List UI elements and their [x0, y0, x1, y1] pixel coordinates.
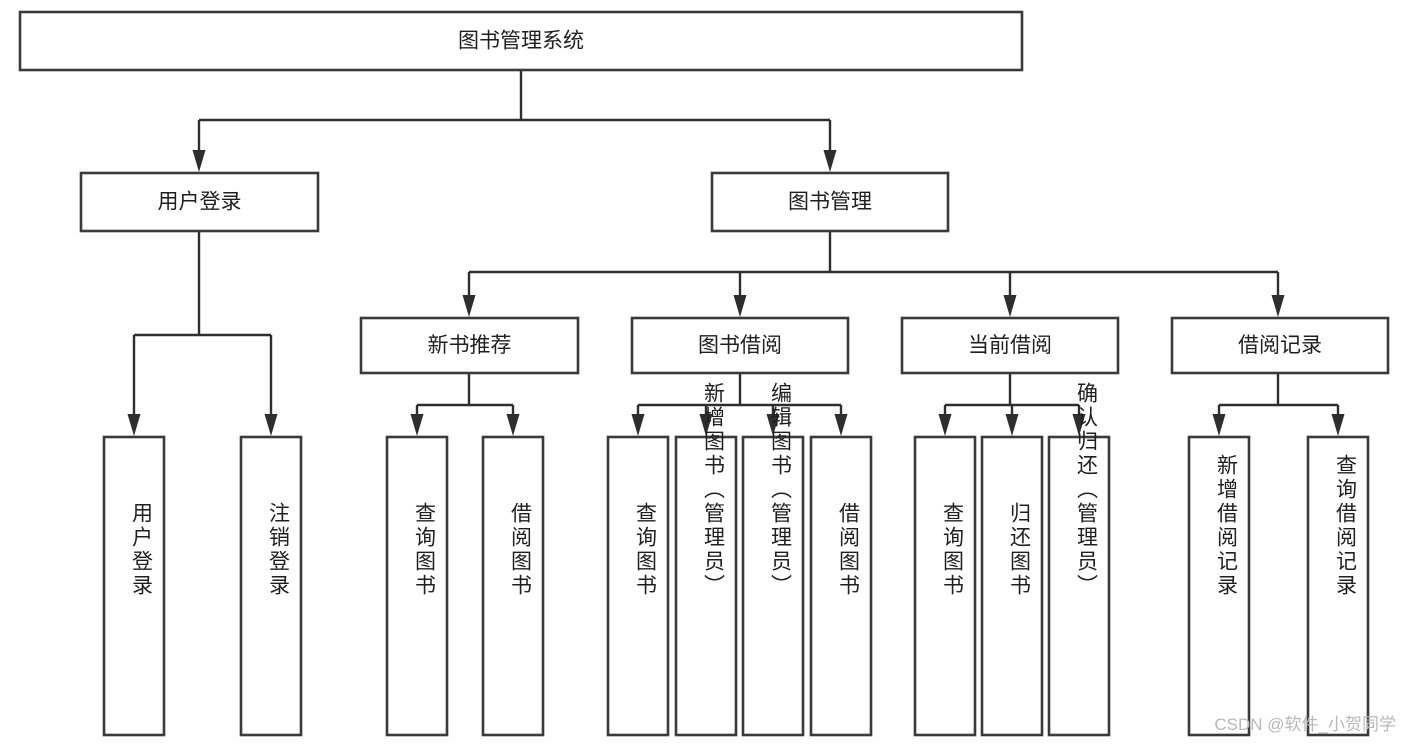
- node-box-user-login[interactable]: [79, 171, 320, 233]
- node-box-leaf-edit-book[interactable]: [741, 435, 805, 737]
- node-box-borrow-record[interactable]: [1170, 316, 1390, 375]
- node-leaf-query-book-current[interactable]: 查询图书: [913, 435, 977, 737]
- node-label-leaf-logout: 注销登录: [267, 502, 291, 598]
- arrow-head-icon: [506, 414, 520, 436]
- node-box-leaf-query-book-new[interactable]: [385, 435, 449, 737]
- node-label-leaf-add-book: 新增图书（管理员）: [702, 382, 726, 598]
- node-box-leaf-query-record[interactable]: [1306, 435, 1370, 737]
- node-leaf-add-book[interactable]: 新增图书（管理员）: [674, 382, 738, 737]
- node-label-leaf-user-login: 用户登录: [130, 502, 154, 598]
- node-box-leaf-logout[interactable]: [239, 435, 303, 737]
- connector-book-borrow: [631, 373, 848, 436]
- node-box-leaf-borrow-book[interactable]: [809, 435, 873, 737]
- arrow-head-icon: [1331, 414, 1345, 436]
- arrow-head-icon: [462, 295, 476, 317]
- node-label-leaf-query-book-current: 查询图书: [941, 502, 965, 598]
- node-box-leaf-user-login[interactable]: [102, 435, 166, 737]
- node-label-leaf-borrow-book: 借阅图书: [837, 502, 861, 598]
- arrow-head-icon: [1003, 295, 1017, 317]
- arrow-head-icon: [834, 414, 848, 436]
- node-label-leaf-borrow-book-new: 借阅图书: [509, 502, 533, 598]
- node-label-leaf-add-record: 新增借阅记录: [1215, 454, 1239, 598]
- node-leaf-query-record[interactable]: 查询借阅记录: [1306, 435, 1370, 737]
- arrow-head-icon: [733, 295, 747, 317]
- node-label-new-book-recommend: 新书推荐: [428, 334, 512, 357]
- node-leaf-borrow-book[interactable]: 借阅图书: [809, 435, 873, 737]
- node-label-leaf-query-book-borrow: 查询图书: [634, 502, 658, 598]
- node-label-user-login: 用户登录: [158, 191, 242, 214]
- arrow-head-icon: [938, 414, 952, 436]
- node-leaf-logout[interactable]: 注销登录: [239, 435, 303, 737]
- connector-user-login: [127, 231, 278, 436]
- node-leaf-query-book-borrow[interactable]: 查询图书: [606, 435, 670, 737]
- arrow-head-icon: [699, 414, 713, 436]
- node-book-borrow[interactable]: 图书借阅: [630, 316, 850, 375]
- node-root[interactable]: 图书管理系统: [18, 10, 1024, 72]
- node-label-root: 图书管理系统: [458, 30, 584, 53]
- node-leaf-add-record[interactable]: 新增借阅记录: [1187, 435, 1251, 737]
- node-user-login[interactable]: 用户登录: [79, 171, 320, 233]
- arrow-head-icon: [766, 414, 780, 436]
- node-box-new-book-recommend[interactable]: [359, 316, 580, 375]
- node-current-borrow[interactable]: 当前借阅: [900, 316, 1120, 375]
- arrow-head-icon: [127, 414, 141, 436]
- node-label-leaf-confirm-return: 确认归还（管理员）: [1075, 382, 1099, 598]
- node-leaf-query-book-new[interactable]: 查询图书: [385, 435, 449, 737]
- node-label-book-borrow: 图书借阅: [698, 334, 782, 357]
- connector-book-manage: [462, 231, 1285, 317]
- arrow-head-icon: [823, 150, 837, 172]
- node-box-book-manage[interactable]: [710, 171, 950, 233]
- arrow-head-icon: [1005, 414, 1019, 436]
- node-label-leaf-query-record: 查询借阅记录: [1334, 454, 1358, 598]
- arrow-head-icon: [1212, 414, 1226, 436]
- arrow-head-icon: [410, 414, 424, 436]
- node-box-leaf-query-book-current[interactable]: [913, 435, 977, 737]
- node-box-leaf-query-book-borrow[interactable]: [606, 435, 670, 737]
- node-label-leaf-query-book-new: 查询图书: [413, 502, 437, 598]
- csdn-watermark: CSDN @软件_小贺同学: [1214, 715, 1396, 734]
- node-box-root[interactable]: [18, 10, 1024, 72]
- connector-new-book-recommend: [410, 373, 520, 436]
- node-leaf-user-login[interactable]: 用户登录: [102, 435, 166, 737]
- node-label-borrow-record: 借阅记录: [1238, 334, 1322, 357]
- node-box-current-borrow[interactable]: [900, 316, 1120, 375]
- node-new-book-recommend[interactable]: 新书推荐: [359, 316, 580, 375]
- arrow-head-icon: [1271, 295, 1285, 317]
- node-borrow-record[interactable]: 借阅记录: [1170, 316, 1390, 375]
- node-box-leaf-borrow-book-new[interactable]: [481, 435, 545, 737]
- node-box-leaf-add-record[interactable]: [1187, 435, 1251, 737]
- arrow-head-icon: [631, 414, 645, 436]
- node-book-manage[interactable]: 图书管理: [710, 171, 950, 233]
- connector-root: [192, 70, 837, 172]
- node-box-leaf-add-book[interactable]: [674, 435, 738, 737]
- node-leaf-return-book[interactable]: 归还图书: [980, 435, 1044, 737]
- node-leaf-borrow-book-new[interactable]: 借阅图书: [481, 435, 545, 737]
- node-label-leaf-edit-book: 编辑图书（管理员）: [769, 382, 793, 598]
- node-label-current-borrow: 当前借阅: [968, 334, 1052, 357]
- node-leaf-edit-book[interactable]: 编辑图书（管理员）: [741, 382, 805, 737]
- arrow-head-icon: [264, 414, 278, 436]
- node-box-leaf-return-book[interactable]: [980, 435, 1044, 737]
- connector-borrow-record: [1212, 373, 1345, 436]
- node-box-leaf-confirm-return[interactable]: [1047, 435, 1111, 737]
- node-box-book-borrow[interactable]: [630, 316, 850, 375]
- arrow-head-icon: [192, 150, 206, 172]
- node-leaf-confirm-return[interactable]: 确认归还（管理员）: [1047, 382, 1111, 737]
- node-layer: 图书管理系统用户登录图书管理新书推荐图书借阅当前借阅借阅记录用户登录注销登录查询…: [18, 10, 1390, 737]
- node-label-leaf-return-book: 归还图书: [1008, 502, 1032, 598]
- arrow-head-icon: [1072, 414, 1086, 436]
- connector-current-borrow: [938, 373, 1086, 436]
- connector-layer: [127, 70, 1345, 436]
- node-label-book-manage: 图书管理: [788, 191, 872, 214]
